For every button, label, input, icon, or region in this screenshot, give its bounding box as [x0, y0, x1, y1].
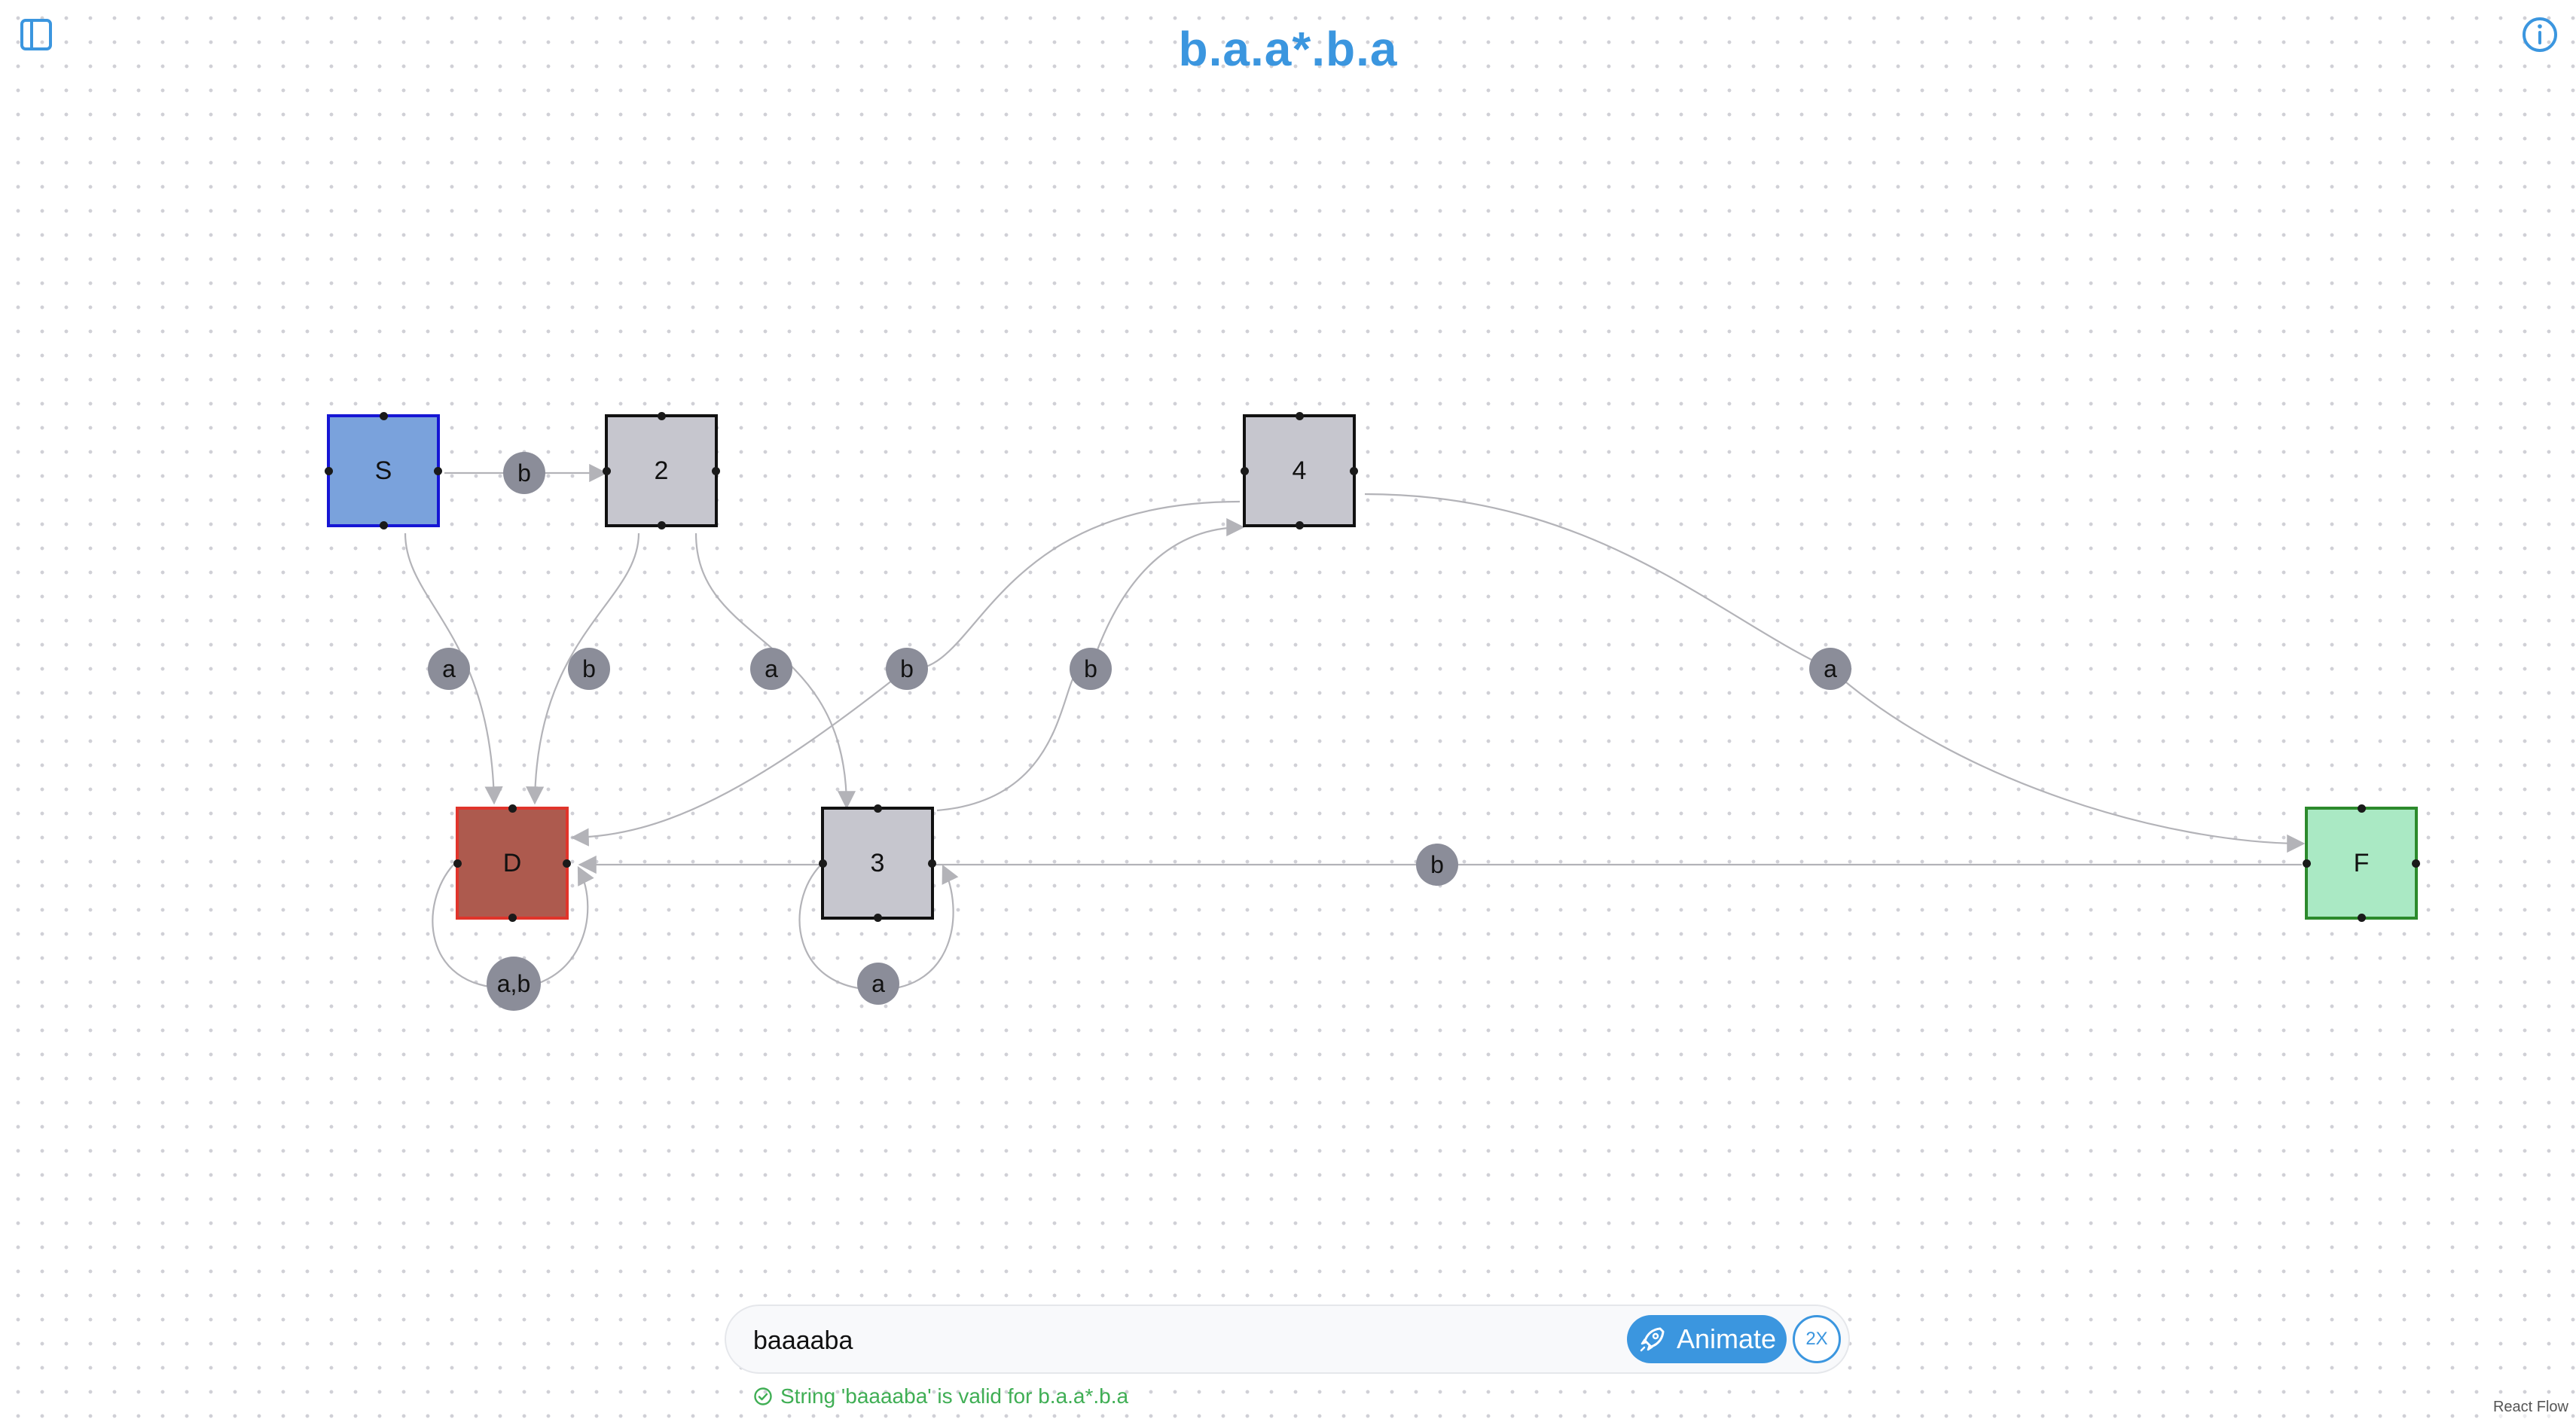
sidebar-toggle-button[interactable] [15, 14, 57, 56]
state-node-4[interactable]: 4 [1241, 412, 1358, 529]
connection-handle[interactable] [563, 859, 571, 868]
edge-label[interactable]: b [886, 648, 928, 690]
connection-handle[interactable] [434, 466, 442, 475]
rocket-icon [1640, 1327, 1665, 1352]
state-node-2[interactable]: 2 [603, 412, 720, 529]
connection-handle[interactable] [873, 804, 882, 813]
edge-label[interactable]: b [1070, 648, 1112, 690]
edge-s-d[interactable] [404, 533, 503, 805]
connection-handle[interactable] [712, 466, 720, 475]
connection-handle[interactable] [1295, 521, 1304, 529]
edge-label[interactable]: a,b [487, 957, 541, 1011]
edge-2-d[interactable] [526, 533, 640, 805]
connection-handle[interactable] [657, 521, 666, 529]
connection-handle[interactable] [1350, 466, 1358, 475]
state-node-d[interactable]: D [453, 804, 571, 922]
connection-handle[interactable] [928, 859, 936, 868]
connection-handle[interactable] [325, 466, 333, 475]
state-node-3[interactable]: 3 [819, 804, 936, 922]
validation-message: String 'baaaaba' is valid for b.a.a*.b.a [780, 1384, 1129, 1408]
edge-label[interactable]: a [857, 963, 899, 1005]
speed-toggle-button[interactable]: 2X [1793, 1315, 1841, 1363]
animate-button[interactable]: Animate [1627, 1315, 1787, 1363]
connection-handle[interactable] [2357, 914, 2366, 922]
check-circle-icon [754, 1387, 772, 1405]
edge-label[interactable]: b [1416, 844, 1458, 886]
edge-label[interactable]: b [568, 648, 610, 690]
connection-handle[interactable] [1295, 412, 1304, 420]
sidebar-toggle-icon [20, 19, 52, 50]
string-input[interactable] [753, 1306, 1582, 1375]
info-button[interactable] [2519, 14, 2561, 56]
connection-handle[interactable] [1241, 466, 1249, 475]
connection-handle[interactable] [603, 466, 611, 475]
edge-label[interactable]: a [1809, 648, 1851, 690]
connection-handle[interactable] [657, 412, 666, 420]
string-input-bar: Animate 2X [725, 1305, 1850, 1375]
connection-handle[interactable] [873, 914, 882, 922]
connection-handle[interactable] [453, 859, 462, 868]
animate-button-label: Animate [1676, 1323, 1777, 1354]
connection-handle[interactable] [819, 859, 827, 868]
state-node-s[interactable]: S [325, 412, 442, 529]
connection-handle[interactable] [379, 412, 388, 420]
edge-label[interactable]: a [750, 648, 792, 690]
edge-label[interactable]: a [428, 648, 470, 690]
connection-handle[interactable] [2303, 859, 2311, 868]
connection-handle[interactable] [2357, 804, 2366, 813]
connection-handle[interactable] [379, 521, 388, 529]
connection-handle[interactable] [508, 914, 517, 922]
validation-status: String 'baaaaba' is valid for b.a.a*.b.a [753, 1384, 1128, 1408]
connection-handle[interactable] [508, 804, 517, 813]
connection-handle[interactable] [2412, 859, 2420, 868]
react-flow-attribution[interactable]: React Flow [2489, 1397, 2571, 1417]
edge-label[interactable]: b [503, 452, 545, 494]
page-title: b.a.a*.b.a [1178, 22, 1398, 76]
state-node-f[interactable]: F [2303, 804, 2420, 922]
info-icon [2523, 17, 2557, 52]
